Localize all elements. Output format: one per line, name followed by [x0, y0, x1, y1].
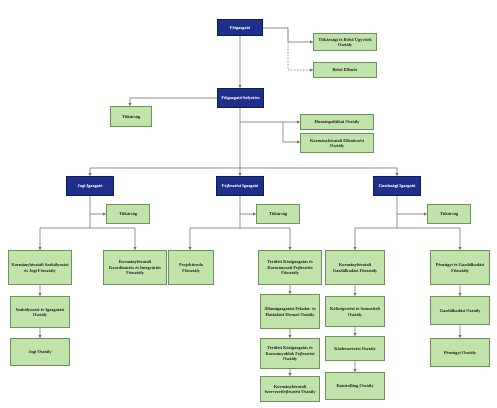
node-teruleti-kozigazgatas-es-kormanyzati-fejlesztesi-foosztaly: Területi Közigazgatás és Kormányzati Fej… — [258, 250, 322, 285]
node-teruleti-kozigazgatas-es-kormanyablak-fejlesztesi-osztaly: Területi Közigazgatás és Kormányablak Fe… — [260, 338, 320, 369]
node-humanpolitikai-osztaly: Humánpolitikai Osztály — [300, 114, 374, 130]
node-gazdasagi-igazgato: Gazdasági Igazgató — [373, 176, 421, 196]
node-belso-ellenor: Belső Ellenőr — [313, 62, 377, 78]
node-foigazgato-helyettes: Főigazgató-helyettes — [217, 88, 264, 108]
node-titkarsag-jogi: Titkárság — [106, 204, 150, 224]
node-penzugyi-osztaly: Pénzügyi Osztály — [430, 338, 490, 367]
node-szabalyozasi-es-igazgatasi-osztaly: Szabályozási és Igazgatási Osztály — [10, 296, 70, 328]
node-projektiroda-foosztaly: Projektiroda Főosztály — [168, 250, 214, 285]
node-gazdalkodasi-osztaly: Gazdálkodási Osztály — [430, 296, 490, 325]
node-foigazgato: Főigazgató — [217, 19, 263, 36]
node-jogi-igazgato: Jogi Igazgató — [66, 176, 114, 196]
node-penzugyi-es-gazdalkodasi-foosztaly: Pénzügyi és Gazdálkodási Főosztály — [430, 250, 490, 285]
node-allamigazgatasi-feladat-es-hataskori-elemzo-osztaly: Államigazgatási Feladat- és Hatásköri El… — [260, 294, 320, 329]
node-kh-gazdalkodasi-foosztaly: Kormányhivatali Gazdálkodási Főosztály — [325, 250, 385, 285]
node-kh-koordinacios-es-integracios-foosztaly: Kormányhivatali Koordinációs és Integrác… — [103, 250, 167, 285]
node-fejlesztesi-igazgato: Fejlesztési Igazgató — [216, 176, 264, 196]
node-kozbeszerzesi-osztaly: Közbeszerzési Osztály — [325, 336, 385, 361]
node-jogi-osztaly: Jogi Osztály — [10, 338, 70, 366]
node-titkarsag-fh: Titkárság — [110, 106, 152, 127]
node-kormanyhivatali-ellenorzesi-osztaly: Kormányhivatali Ellenőrzési Osztály — [300, 133, 374, 153]
node-koltsegvetesi-es-szamviteli-osztaly: Költségvetési és Számviteli Osztály — [325, 296, 385, 327]
node-titkarsag-gazdasagi: Titkárság — [427, 204, 471, 224]
node-titkarsag-fejlesztesi: Titkárság — [256, 204, 300, 224]
node-kormanyhivatali-szervezetfejlesztesi-osztaly: Kormányhivatali Szervezetfejlesztési Osz… — [260, 376, 320, 402]
node-titkarsagi-es-belso-ugyviteli-osztaly: Titkársági és Belső Ügyviteli Osztály — [313, 33, 377, 51]
node-kh-szabalyozasi-es-jogi-foosztaly: Kormányhivatali Szabályozási és Jogi Főo… — [8, 250, 72, 285]
node-kontrolling-osztaly: Kontrolling Osztály — [325, 372, 385, 400]
